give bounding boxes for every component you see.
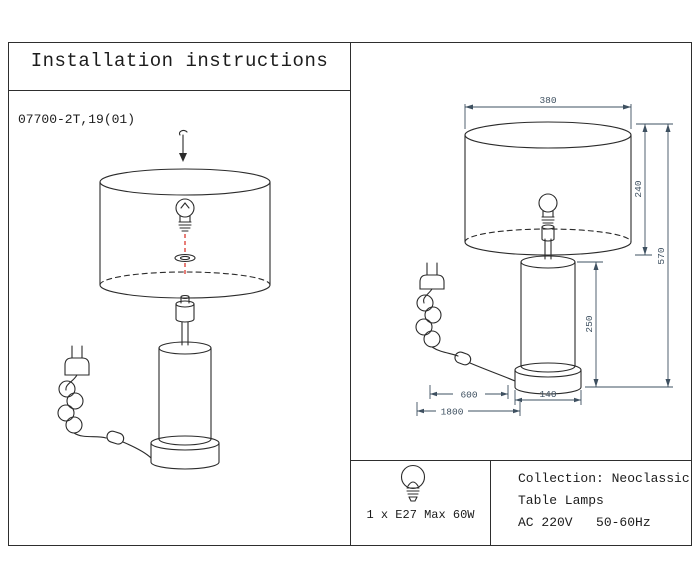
power-plug-icon (419, 262, 445, 290)
dimension-cord-length: 1800 (416, 402, 521, 418)
cord-to-base (122, 441, 152, 459)
inline-switch-icon (106, 430, 125, 445)
lamp-shade (99, 168, 271, 299)
cord-coil (57, 374, 107, 439)
collection-label: Collection: Neoclassic (518, 471, 690, 486)
category-label: Table Lamps (518, 493, 604, 508)
dimension-shade-width: 380 (464, 95, 632, 129)
shade-ring (174, 253, 196, 263)
dimension-label-140: 140 (539, 389, 556, 400)
lamp-shade (464, 121, 632, 256)
light-bulb-icon (175, 198, 195, 232)
lamp-socket (175, 294, 195, 346)
dimension-label-250: 250 (584, 315, 595, 332)
cord-coil (415, 288, 459, 357)
dimension-label-240: 240 (633, 180, 644, 197)
dimension-label-600: 600 (460, 390, 477, 401)
lamp-base (514, 255, 582, 395)
power-rating-label: AC 220V 50-60Hz (518, 515, 651, 530)
dimension-base-height: 250 (577, 261, 673, 388)
lamp-socket (541, 224, 555, 260)
dimension-total-height: 570 (656, 124, 671, 387)
title-underline (8, 90, 351, 91)
bulb-spec-text: 1 x E27 Max 60W (366, 508, 475, 522)
vertical-divider-footer (490, 460, 491, 545)
dimension-label-380: 380 (539, 95, 556, 106)
lamp-dimension-diagram: 380 240 570 250 (415, 95, 673, 418)
dimension-label-570: 570 (656, 247, 667, 264)
lamp-exploded-diagram (57, 129, 271, 470)
cord-to-base (469, 362, 516, 382)
vertical-divider-main (350, 42, 351, 545)
dimension-shade-height: 240 (633, 123, 673, 256)
page-title: Installation instructions (30, 50, 329, 72)
lamp-base (150, 341, 220, 470)
horizontal-divider-footer (350, 460, 691, 461)
light-bulb-icon (538, 193, 558, 224)
model-number: 07700-2T,19(01) (18, 112, 136, 127)
power-plug-icon (64, 345, 90, 376)
bulb-spec-icon (400, 464, 426, 502)
down-arrow-icon (178, 129, 188, 162)
inline-switch-icon (454, 351, 472, 366)
dimension-base-width: 140 (514, 389, 582, 405)
dimension-switch-distance: 600 (429, 385, 509, 401)
dimension-label-1800: 1800 (441, 407, 464, 418)
